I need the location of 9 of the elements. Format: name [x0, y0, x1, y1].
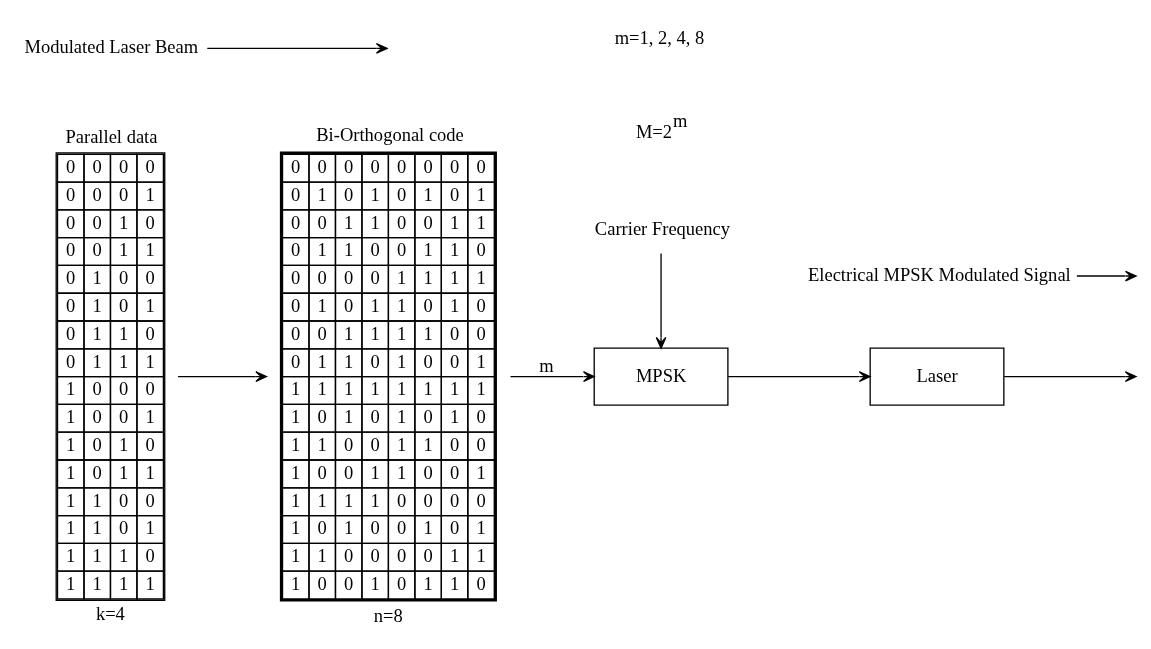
- node-label: n=8: [373, 604, 403, 626]
- node-text: Carrier Frequency: [594, 217, 731, 239]
- node-text: Modulated Laser Beam: [24, 35, 199, 57]
- node-label: Parallel data: [65, 125, 158, 147]
- edge-label: m: [539, 354, 554, 376]
- node-text: Electrical MPSK Modulated Signal: [807, 263, 1071, 285]
- node-label: Bi-Orthogonal code: [316, 123, 464, 145]
- label: m=1, 2, 4, 8: [614, 26, 705, 48]
- node-label: k=4: [95, 602, 125, 624]
